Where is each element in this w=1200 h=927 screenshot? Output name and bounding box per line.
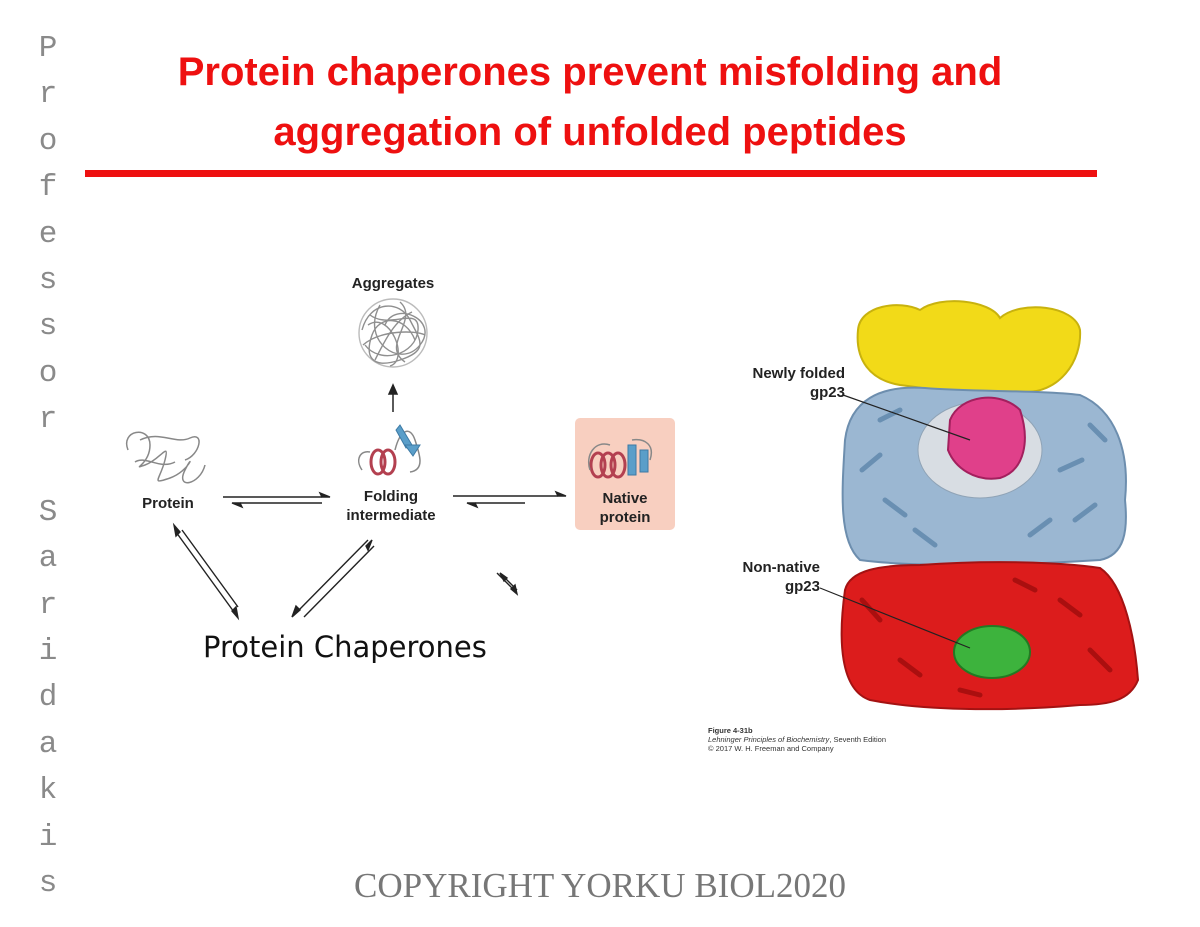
watermark-letter: r [38, 77, 58, 113]
native-protein-label: Native protein [575, 489, 675, 527]
watermark-letter: s [38, 309, 58, 345]
native-line-2: protein [599, 509, 651, 526]
copyright-footer: COPYRIGHT YORKU BIOL2020 [354, 866, 846, 905]
folding-intermediate-icon [358, 424, 421, 476]
groes-cap [856, 300, 1082, 396]
non-native-label: Non-native gp23 [700, 558, 820, 596]
protein-chaperones-label: Protein Chaperones [203, 630, 487, 664]
folding-intermediate-label: Folding intermediate [326, 487, 456, 525]
native-line-1: Native [602, 490, 648, 507]
caption-edition: , Seventh Edition [829, 735, 887, 744]
watermark-letter: i [38, 634, 58, 670]
caption-figure-number: Figure 4-31b [708, 726, 753, 735]
watermark-letter: r [38, 402, 58, 438]
non-native-gp23 [953, 625, 1031, 679]
caption-book-line: Lehninger Principles of Biochemistry, Se… [708, 735, 886, 744]
title-line-1: Protein chaperones prevent misfolding an… [177, 50, 1003, 94]
native-protein-icon [588, 438, 652, 479]
chaperonin-structure-figure [819, 300, 1140, 711]
non-native-line-1: Non-native [742, 559, 820, 576]
watermark-letter: i [38, 819, 58, 855]
non-native-line-2: gp23 [784, 578, 820, 595]
forward-arrow-icon [453, 490, 567, 509]
diagonal-arrow-icon [291, 539, 375, 618]
aggregates-icon [358, 298, 428, 368]
newly-folded-gp23 [946, 396, 1026, 480]
watermark-letter: s [38, 262, 58, 298]
aggregates-label: Aggregates [351, 275, 435, 292]
vertical-watermark: P r o f e s s o r S a r i d a k i s [30, 26, 66, 907]
watermark-letter: o [38, 123, 58, 159]
slide-title: Protein chaperones prevent misfolding an… [85, 42, 1095, 162]
title-line-2: aggregation of unfolded peptides [273, 110, 907, 154]
watermark-letter: a [38, 541, 58, 577]
newly-folded-label: Newly folded gp23 [700, 364, 845, 402]
caption-copyright: © 2017 W. H. Freeman and Company [708, 744, 834, 753]
watermark-letter: k [38, 773, 58, 809]
watermark-letter: f [38, 170, 58, 206]
newly-folded-line-1: Newly folded [752, 365, 845, 382]
caption-book-title: Lehninger Principles of Biochemistry [708, 735, 830, 744]
folding-pathway-diagram [125, 298, 652, 621]
watermark-letter: P [38, 31, 58, 66]
watermark-letter: s [38, 866, 58, 902]
equilibrium-arrow-icon [223, 491, 331, 509]
folding-line-2: intermediate [346, 507, 436, 524]
figure-caption: Figure 4-31b Lehninger Principles of Bio… [708, 726, 886, 753]
diagonal-arrow-icon [172, 522, 240, 621]
folding-line-1: Folding [363, 488, 419, 505]
reversible-arrow-icon [496, 572, 519, 596]
watermark-letter: o [38, 355, 58, 391]
unfolded-protein-icon [125, 431, 206, 484]
arrow-to-aggregates-icon [387, 383, 399, 412]
title-underline [85, 170, 1097, 177]
newly-folded-line-2: gp23 [809, 384, 845, 401]
watermark-letter: e [38, 216, 58, 252]
watermark-letter: d [38, 680, 58, 716]
protein-label: Protein [142, 495, 194, 512]
watermark-letter: r [38, 587, 58, 623]
watermark-letter: a [38, 726, 58, 762]
watermark-letter: S [38, 494, 58, 530]
